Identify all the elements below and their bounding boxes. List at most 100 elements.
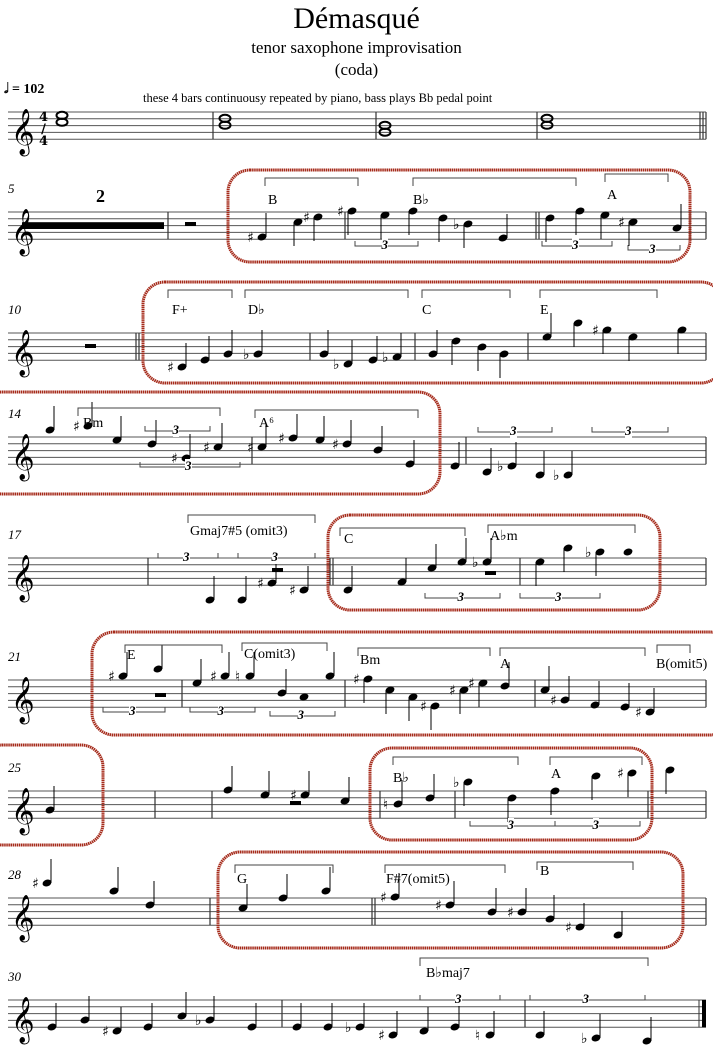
note-head	[438, 214, 448, 222]
note-head	[623, 548, 633, 556]
note-head	[419, 1027, 429, 1035]
note-head	[425, 794, 435, 802]
chord-bracket	[419, 957, 649, 966]
note-head	[363, 675, 373, 683]
note-head	[628, 218, 638, 226]
sharp-icon: ♯	[507, 905, 514, 921]
treble-clef-icon: 𝄞	[11, 997, 35, 1045]
note-head	[463, 778, 473, 786]
note-head	[591, 1034, 601, 1042]
natural-icon: ♮	[383, 797, 388, 813]
half-rest-icon	[155, 693, 166, 697]
multi-measure-rest	[22, 222, 164, 229]
treble-clef-icon: 𝄞	[11, 788, 35, 836]
chord-bracket	[421, 289, 511, 298]
tuplet-number: 3	[625, 423, 632, 438]
sharp-icon: ♯	[108, 669, 115, 685]
tuplet-number: 3	[381, 237, 388, 252]
note-head	[645, 708, 655, 716]
chord-symbol: A	[607, 188, 618, 203]
note-head	[575, 923, 585, 931]
measure-number: 14	[8, 406, 21, 421]
chord-symbol: C	[422, 303, 432, 318]
tempo-marking: 𝅗𝅥 = 102	[4, 82, 45, 97]
sharp-icon: ♯	[380, 890, 387, 906]
note-head	[147, 440, 157, 448]
note-head	[223, 786, 233, 794]
note-head	[499, 350, 509, 358]
note-head	[430, 702, 440, 710]
note-head	[355, 1023, 365, 1031]
note-head	[325, 672, 335, 680]
measure-number: 28	[8, 867, 21, 882]
flat-icon: ♭	[453, 775, 460, 791]
whole-note	[378, 127, 392, 137]
note-head	[482, 558, 492, 566]
measure-number: 5	[8, 181, 15, 196]
note-head	[315, 436, 325, 444]
flat-icon: ♭	[195, 1013, 202, 1029]
chord-bracket	[656, 644, 691, 653]
chord-symbol: A	[500, 657, 511, 672]
note-head	[342, 440, 352, 448]
chord-symbol: B♭	[413, 193, 429, 208]
note-head	[257, 443, 267, 451]
whole-note	[218, 120, 232, 130]
tuplet-number: 3	[592, 817, 599, 832]
note-head	[487, 908, 497, 916]
chord-symbol: Bm	[360, 653, 381, 668]
flat-icon: ♭	[581, 1031, 588, 1047]
note-head	[507, 794, 517, 802]
treble-clef-icon: 𝄞	[11, 330, 35, 378]
half-rest-icon	[272, 568, 283, 572]
note-head	[299, 586, 309, 594]
note-head	[595, 548, 605, 556]
chord-symbol: D♭	[248, 303, 265, 318]
chord-symbol: F#7(omit5)	[386, 872, 450, 887]
chord-bracket	[536, 861, 634, 870]
tuplet-number: 3	[555, 589, 562, 604]
treble-clef-icon: 𝄞	[11, 555, 35, 603]
note-head	[507, 462, 517, 470]
note-head	[535, 558, 545, 566]
note-head	[205, 1016, 215, 1024]
note-head	[478, 679, 488, 687]
flat-icon: ♭	[453, 217, 460, 233]
note-head	[677, 326, 687, 334]
note-head	[542, 333, 552, 341]
chord-symbol: A⁶	[259, 416, 274, 431]
measure-number: 30	[8, 969, 21, 984]
note-head	[347, 207, 357, 215]
sharp-icon: ♯	[102, 1024, 109, 1040]
note-head	[260, 791, 270, 799]
tuplet-number: 3	[510, 423, 517, 438]
note-head	[299, 693, 309, 701]
note-head	[628, 333, 638, 341]
tuplet-number: 3	[271, 549, 278, 564]
chord-bracket	[241, 642, 328, 651]
sharp-icon: ♯	[635, 705, 642, 721]
note-head	[257, 233, 267, 241]
chord-bracket	[357, 647, 491, 656]
note-head	[153, 665, 163, 673]
note-head	[482, 468, 492, 476]
note-head	[368, 356, 378, 364]
tuplet-number: 3	[507, 817, 514, 832]
tuplet-number: 3	[572, 237, 579, 252]
note-head	[620, 703, 630, 711]
note-head	[388, 1031, 398, 1039]
note-head	[277, 689, 287, 697]
note-head	[445, 901, 455, 909]
chord-symbol: G	[237, 872, 248, 887]
note-head	[500, 682, 510, 690]
chord-symbol: A♭m	[490, 529, 518, 544]
time-signature: 4/4	[36, 110, 51, 146]
chord-bracket	[412, 177, 577, 186]
tuplet-number: 3	[185, 458, 192, 473]
sharp-icon: ♯	[278, 431, 285, 447]
note-head	[200, 356, 210, 364]
chord-symbol: E	[127, 648, 136, 663]
chord-bracket	[124, 644, 223, 653]
note-head	[343, 360, 353, 368]
chord-bracket	[77, 407, 221, 416]
